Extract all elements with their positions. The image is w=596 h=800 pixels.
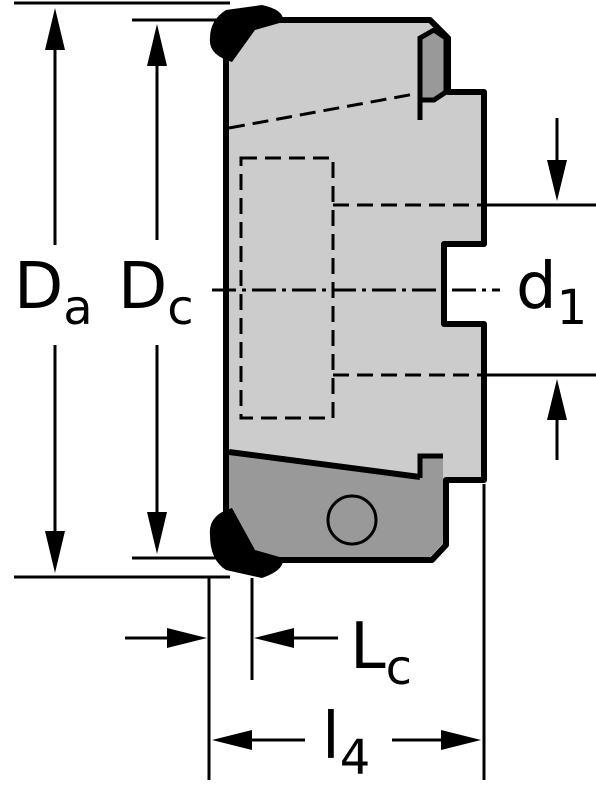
dc-arrow-down <box>147 512 167 554</box>
d1-arrow-up <box>547 379 567 420</box>
top-cutting-corner <box>209 5 284 62</box>
lc-arrow-left <box>254 628 294 648</box>
insert-notch <box>417 453 443 478</box>
insert-edge <box>228 449 421 480</box>
label-l4: l4 <box>322 700 370 786</box>
label-dc: Dc <box>118 250 194 336</box>
l4-arrow-left <box>212 730 252 750</box>
upper-clamp <box>417 27 449 103</box>
hidden-bore <box>239 156 335 420</box>
bottom-cutting-corner <box>209 508 284 578</box>
upper-insert-edge <box>228 91 421 130</box>
label-d1: d1 <box>516 250 587 336</box>
label-da: Da <box>14 250 93 336</box>
insert-screw <box>326 494 378 546</box>
dc-arrow-up <box>147 24 167 66</box>
l4-arrow-right <box>441 730 481 750</box>
lc-arrow-right <box>167 628 207 648</box>
da-arrow-up <box>45 8 65 50</box>
d1-arrow-down <box>547 160 567 201</box>
label-lc: Lc <box>350 610 412 696</box>
da-arrow-down <box>45 531 65 573</box>
